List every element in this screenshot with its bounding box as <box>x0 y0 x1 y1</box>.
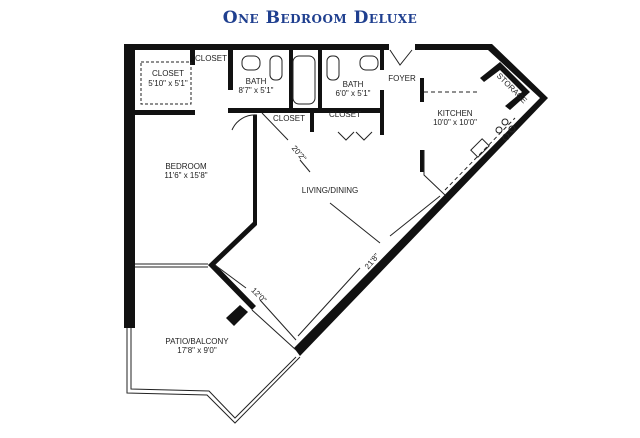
thin-lines <box>126 49 516 424</box>
living-dining-label: LIVING/DINING <box>302 186 358 195</box>
bath1-label: BATH <box>246 77 267 86</box>
patio-label: PATIO/BALCONY <box>165 337 229 346</box>
bath2-label: BATH <box>343 80 364 89</box>
closet-hall1-label: CLOSET <box>273 114 305 123</box>
room-labels: CLOSET 5'10" x 5'1" CLOSET BATH 8'7" x 5… <box>148 54 528 355</box>
foyer-label: FOYER <box>388 74 416 83</box>
closet-main-label: CLOSET <box>152 69 184 78</box>
closet-hall2-label: CLOSET <box>329 110 361 119</box>
walls <box>124 44 548 356</box>
dimension-12-0: 12'0" <box>249 286 268 305</box>
patio-size: 17'8" x 9'0" <box>177 346 217 355</box>
dimension-20-2: 20'2" <box>290 144 308 163</box>
bedroom-size: 11'6" x 15'8" <box>164 171 207 180</box>
bath2-size: 6'0" x 5'1" <box>336 89 371 98</box>
bath1-size: 8'7" x 5'1" <box>239 86 274 95</box>
closet-small-label: CLOSET <box>195 54 227 63</box>
plan-title: One Bedroom Deluxe <box>222 8 418 28</box>
kitchen-label: KITCHEN <box>437 109 472 118</box>
kitchen-size: 10'0" x 10'0" <box>433 118 477 127</box>
bedroom-label: BEDROOM <box>165 162 207 171</box>
closet-main-size: 5'10" x 5'1" <box>148 79 188 88</box>
